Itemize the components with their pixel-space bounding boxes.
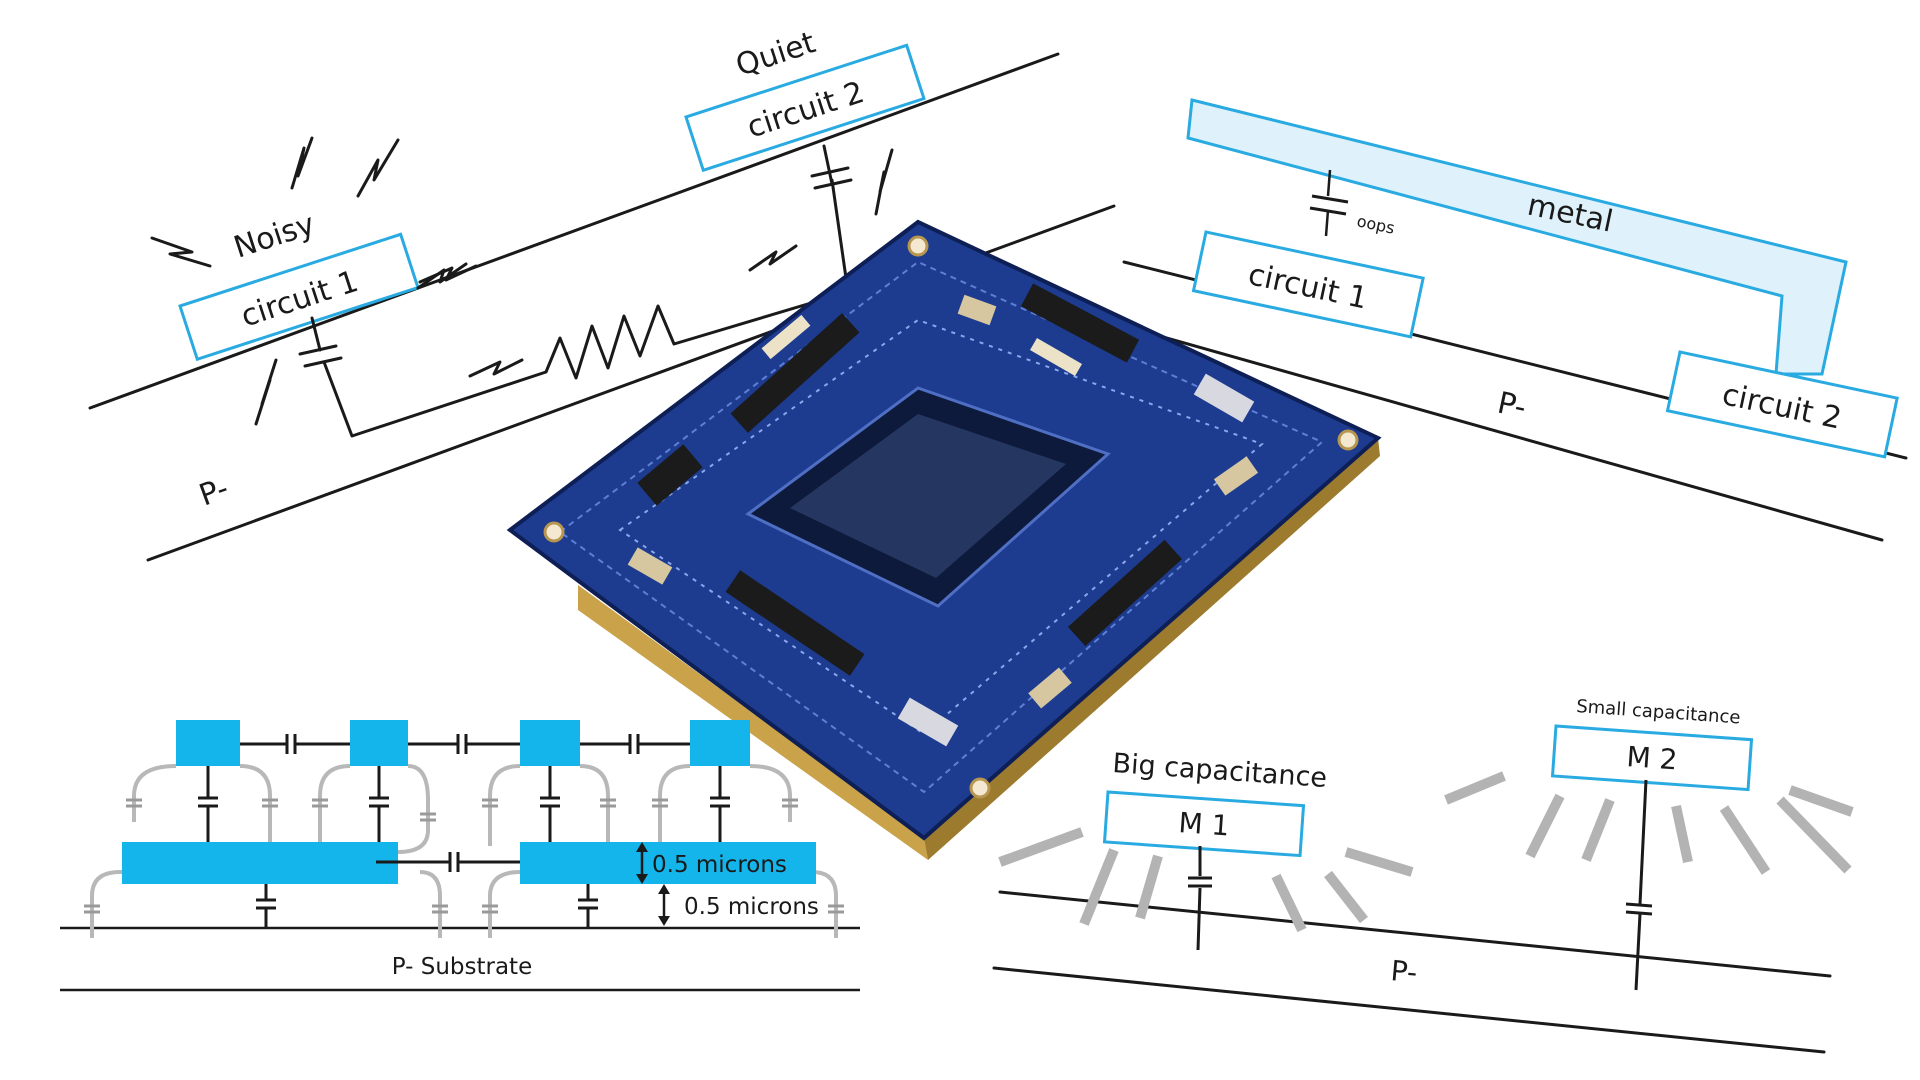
small-capacitance-label: Small capacitance bbox=[1576, 696, 1742, 728]
noise-zigzag-icon bbox=[468, 358, 524, 378]
metal-layer bbox=[1186, 98, 1848, 376]
dimension-arrow-icon bbox=[636, 842, 648, 884]
capacitance-comparison-diagram: M 1 Big capacitance M 2 Small capacitanc… bbox=[992, 696, 1854, 1054]
noise-zigzag-icon bbox=[356, 138, 400, 198]
noise-zigzag-icon bbox=[416, 262, 468, 290]
upper-conductor bbox=[350, 720, 408, 766]
substrate-label: P- bbox=[1494, 386, 1529, 426]
noise-zigzag-icon bbox=[874, 148, 894, 216]
substrate-label: P- Substrate bbox=[392, 954, 532, 980]
circuit-board-image bbox=[506, 219, 1382, 860]
upper-conductor bbox=[176, 720, 240, 766]
thickness-label: 0.5 microns bbox=[652, 852, 787, 878]
lower-conductor bbox=[520, 842, 816, 884]
spacing-label: 0.5 microns bbox=[684, 894, 819, 920]
big-capacitance-label: Big capacitance bbox=[1112, 748, 1329, 794]
noisy-label: Noisy bbox=[230, 207, 319, 266]
noise-zigzag-icon bbox=[150, 236, 212, 268]
fringe-field-lines bbox=[1444, 771, 1854, 875]
circuit2-box bbox=[684, 43, 926, 173]
circuit1-box bbox=[178, 232, 420, 362]
upper-conductor bbox=[520, 720, 580, 766]
circuit2-box bbox=[1665, 350, 1899, 459]
dimension-arrow-icon bbox=[658, 884, 670, 926]
noise-zigzag-icon bbox=[748, 244, 798, 272]
oops-label: oops bbox=[1355, 211, 1396, 238]
m2-box bbox=[1550, 724, 1754, 792]
upper-conductor bbox=[690, 720, 750, 766]
substrate-label: P- bbox=[1389, 954, 1418, 989]
substrate-coupling-path bbox=[298, 144, 853, 438]
noise-zigzag-icon bbox=[290, 136, 314, 190]
fringe-field-lines bbox=[998, 827, 1414, 933]
m1-label: M 1 bbox=[1177, 806, 1230, 842]
interconnect-cross-section: 0.5 microns 0.5 microns P- Substrate bbox=[60, 720, 860, 992]
substrate-label: P- bbox=[195, 471, 234, 514]
metal-coupling-diagram: metal oops circuit 1 circuit 2 P- bbox=[1108, 98, 1908, 542]
quiet-label: Quiet bbox=[732, 25, 820, 83]
lower-conductor bbox=[122, 842, 398, 884]
m1-box bbox=[1102, 790, 1306, 858]
noise-zigzag-icon bbox=[254, 358, 278, 426]
m2-label: M 2 bbox=[1625, 740, 1678, 776]
circuit1-box bbox=[1191, 230, 1425, 339]
